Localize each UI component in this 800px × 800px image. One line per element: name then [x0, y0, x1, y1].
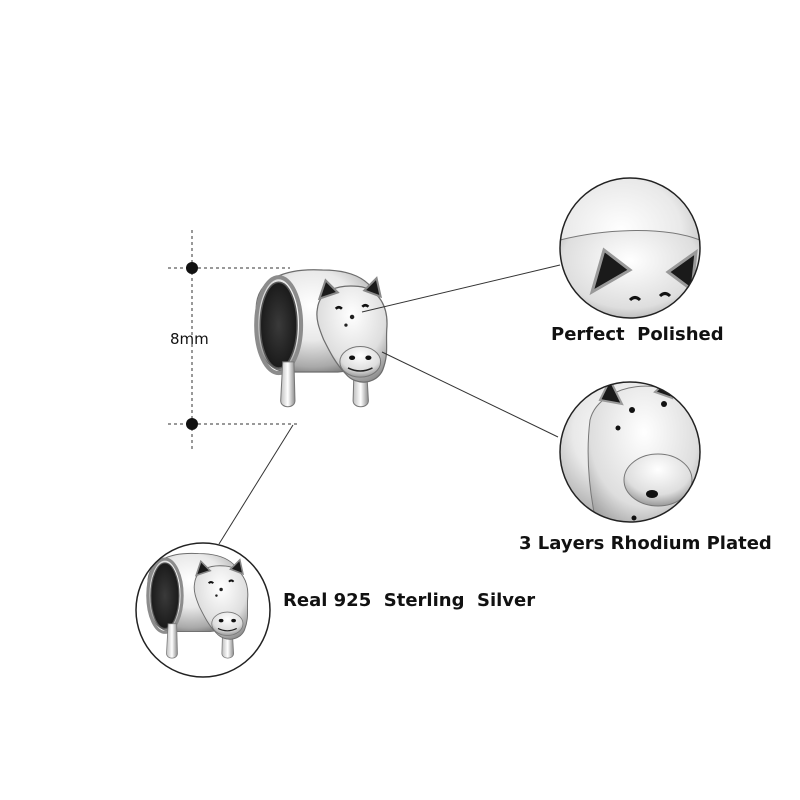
- callout-silver-label: Real 925 Sterling Silver: [283, 590, 536, 611]
- callout-lines: [218, 264, 561, 545]
- main-charm-image: [256, 270, 387, 407]
- callout-rhodium-label: 3 Layers Rhodium Plated: [519, 533, 772, 554]
- dimension-guides: [168, 230, 300, 450]
- size-label: 8mm: [170, 330, 209, 348]
- zoom-circle-polished: [559, 177, 701, 319]
- zoom-circle-rhodium: [559, 381, 701, 523]
- zoom-circle-silver: [135, 542, 271, 678]
- callout-polished-label: Perfect Polished: [551, 324, 724, 345]
